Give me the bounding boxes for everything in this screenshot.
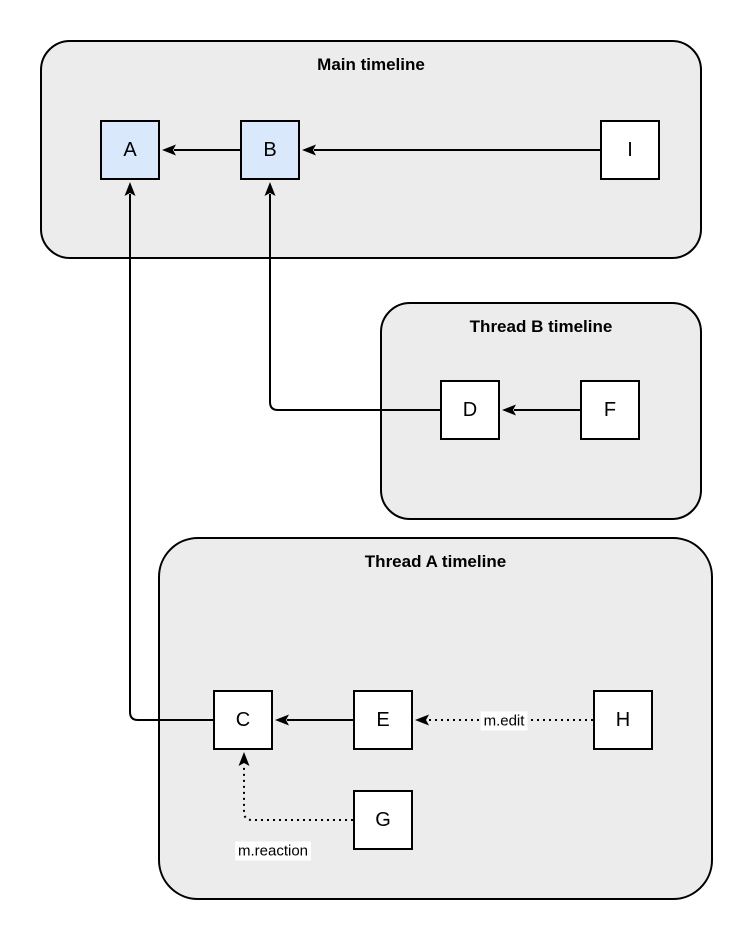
node-C: C [213,690,273,750]
node-H: H [593,690,653,750]
node-G-label: G [375,808,391,831]
main-timeline-title: Main timeline [317,55,425,74]
node-F-label: F [603,398,617,421]
node-E-label: E [376,708,390,731]
edge-label-m-reaction: m.reaction [234,841,312,861]
node-G: G [353,790,413,850]
node-D: D [440,380,500,440]
node-C-label: C [235,708,251,731]
node-B-label: B [263,138,277,161]
node-D-label: D [462,398,478,421]
node-B: B [240,120,300,180]
node-H-label: H [615,708,631,731]
thread-b-timeline-title: Thread B timeline [469,317,613,336]
node-F: F [580,380,640,440]
container-thread-b-timeline: Thread B timeline [380,302,702,520]
node-I-label: I [627,138,633,161]
node-A-label: A [123,138,137,161]
edge-label-m-edit: m.edit [480,711,528,731]
node-A: A [100,120,160,180]
node-E: E [353,690,413,750]
node-I: I [600,120,660,180]
thread-a-timeline-title: Thread A timeline [364,552,507,571]
